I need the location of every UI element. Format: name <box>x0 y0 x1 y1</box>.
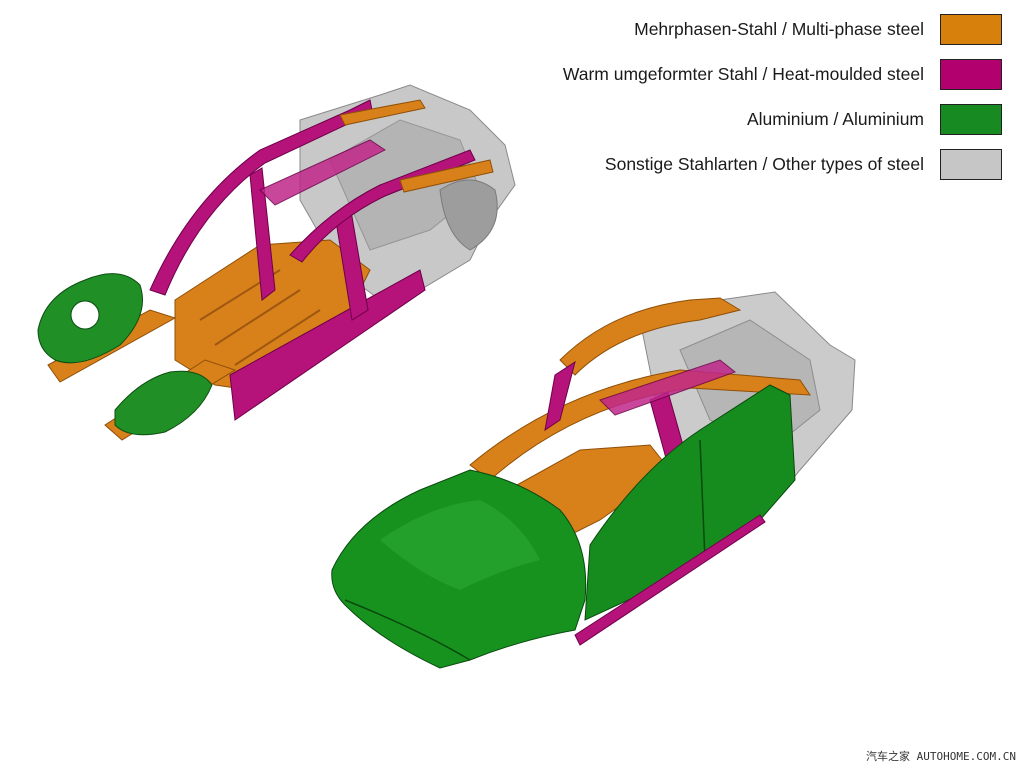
legend-swatch <box>940 103 1002 135</box>
legend-item-heat-moulded-steel: Warm umgeformter Stahl / Heat-moulded st… <box>563 57 1002 91</box>
rear-cross-member <box>399 159 494 193</box>
sill-heat-moulded <box>574 514 766 646</box>
legend-label: Warm umgeformter Stahl / Heat-moulded st… <box>562 63 924 84</box>
door-seam <box>699 439 706 561</box>
roof-frame-multi-phase <box>559 297 742 376</box>
b-pillar-left <box>249 167 276 301</box>
roof-bow-diagonal <box>599 359 737 416</box>
front-crash-box-aluminium <box>114 370 213 436</box>
floor-ribs <box>199 269 336 381</box>
roof-cross-member <box>339 99 426 126</box>
legend-item-multi-phase-steel: Mehrphasen-Stahl / Multi-phase steel <box>563 12 1002 46</box>
legend-swatch <box>940 58 1002 90</box>
side-doors-aluminium <box>584 384 796 621</box>
body-in-white-without-panels <box>37 84 516 441</box>
legend-label: Aluminium / Aluminium <box>747 108 924 129</box>
material-legend: Mehrphasen-Stahl / Multi-phase steel War… <box>563 12 1002 192</box>
watermark: 汽车之家 AUTOHOME.COM.CN <box>866 750 1016 763</box>
fender-edge <box>344 599 471 661</box>
body-with-panels <box>331 291 856 669</box>
roof-bow-heat-moulded <box>259 139 386 206</box>
legend-swatch <box>940 13 1002 45</box>
rear-wheelhouse <box>439 179 498 251</box>
legend-item-aluminium: Aluminium / Aluminium <box>563 102 1002 136</box>
strut-tower-hole <box>70 300 100 330</box>
legend-label: Sonstige Stahlarten / Other types of ste… <box>604 153 924 174</box>
bonnet-highlight <box>380 500 540 590</box>
legend-item-other-steel: Sonstige Stahlarten / Other types of ste… <box>563 147 1002 181</box>
legend-swatch <box>940 148 1002 180</box>
a-pillar-heat-moulded <box>544 360 576 432</box>
legend-label: Mehrphasen-Stahl / Multi-phase steel <box>634 18 924 39</box>
